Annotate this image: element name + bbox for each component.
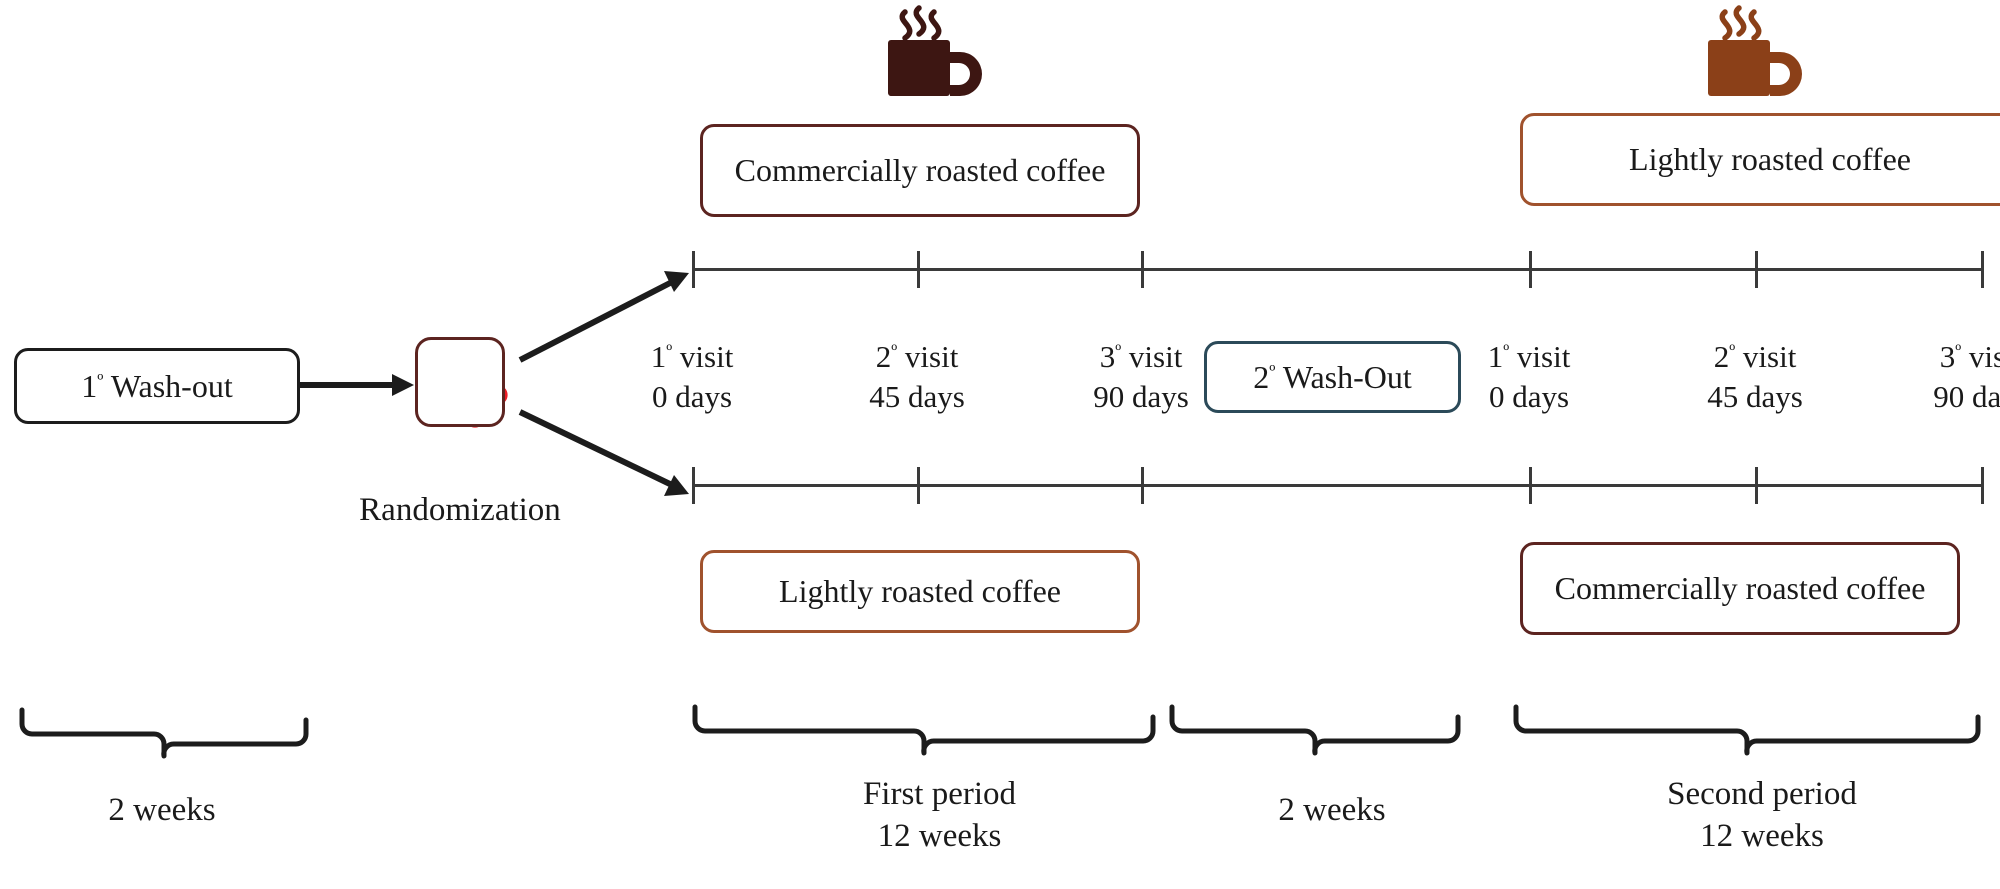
bottom-arm-tick-4 <box>1529 467 1532 504</box>
visit-label-p1-1: 1º visit 0 days <box>650 339 734 414</box>
top-arm-tick-3 <box>1141 251 1144 288</box>
bottom-arm-tick-2 <box>917 467 920 504</box>
washout-1-duration-label: 2 weeks <box>108 792 216 828</box>
top-arm-tick-6 <box>1981 251 1984 288</box>
first-period-duration-label: First period 12 weeks <box>862 776 1017 854</box>
visit-label-p1-2: 2º visit 45 days <box>869 339 965 414</box>
randomization-box[interactable] <box>415 337 505 427</box>
washout-1-label: 1º Wash-out <box>81 367 233 404</box>
top-arm-tick-2 <box>917 251 920 288</box>
top-arm-period1-treatment-label: Commercially roasted coffee <box>734 152 1106 189</box>
bottom-arm-period2-treatment-label: Commercially roasted coffee <box>1554 570 1926 607</box>
washout-1-box[interactable]: 1º Wash-out <box>14 348 300 424</box>
visit-label-p2-2: 2º visit 45 days <box>1707 339 1803 414</box>
second-period-duration-label: Second period 12 weeks <box>1667 776 1857 854</box>
cup-commercially-roasted-icon <box>888 5 982 96</box>
arrow-washout-to-randomization <box>300 374 414 396</box>
washout-2-duration-label: 2 weeks <box>1278 792 1386 828</box>
bottom-arm-tick-3 <box>1141 467 1144 504</box>
visit-label-p2-1: 1º visit 0 days <box>1487 339 1571 414</box>
bottom-arm-period1-treatment-box[interactable]: Lightly roasted coffee <box>700 550 1140 633</box>
brace-washout-2 <box>1169 704 1461 756</box>
top-arm-tick-5 <box>1755 251 1758 288</box>
bottom-arm-period2-treatment-box[interactable]: Commercially roasted coffee <box>1520 542 1960 635</box>
bottom-arm-period1-treatment-label: Lightly roasted coffee <box>779 573 1061 610</box>
brace-first-period <box>692 704 1156 756</box>
top-arm-axis <box>692 268 1984 271</box>
top-arm-tick-4 <box>1529 251 1532 288</box>
washout-2-label: 2º Wash-Out <box>1253 358 1412 395</box>
bottom-arm-axis <box>692 484 1984 487</box>
arrow-randomization-to-bottom-arm <box>518 409 689 496</box>
brace-second-period <box>1513 704 1981 756</box>
visit-label-p1-3: 3º visit 90 days <box>1093 339 1189 414</box>
bottom-arm-tick-1 <box>692 467 695 504</box>
washout-2-box[interactable]: 2º Wash-Out <box>1204 341 1461 413</box>
brace-washout-1 <box>19 707 309 759</box>
top-arm-tick-1 <box>692 251 695 288</box>
visit-label-p2-3: 3º visit 90 days <box>1933 339 2000 414</box>
cup-lightly-roasted-icon <box>1708 5 1802 96</box>
top-arm-period2-treatment-box[interactable]: Lightly roasted coffee <box>1520 113 2000 206</box>
top-arm-period2-treatment-label: Lightly roasted coffee <box>1629 141 1911 178</box>
bottom-arm-tick-6 <box>1981 467 1984 504</box>
randomization-caption: Randomization <box>359 492 561 528</box>
bottom-arm-tick-5 <box>1755 467 1758 504</box>
top-arm-period1-treatment-box[interactable]: Commercially roasted coffee <box>700 124 1140 217</box>
